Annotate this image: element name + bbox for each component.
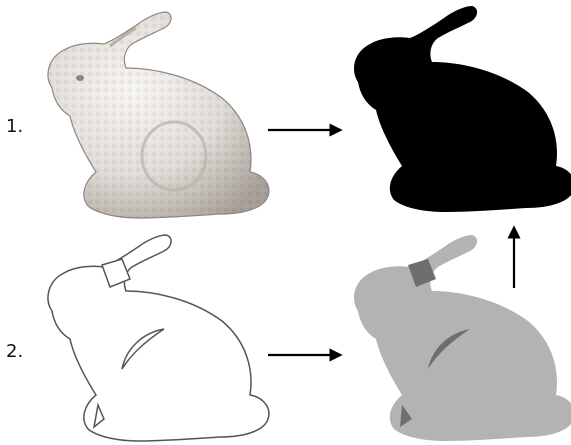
arrows-layer bbox=[0, 0, 571, 445]
